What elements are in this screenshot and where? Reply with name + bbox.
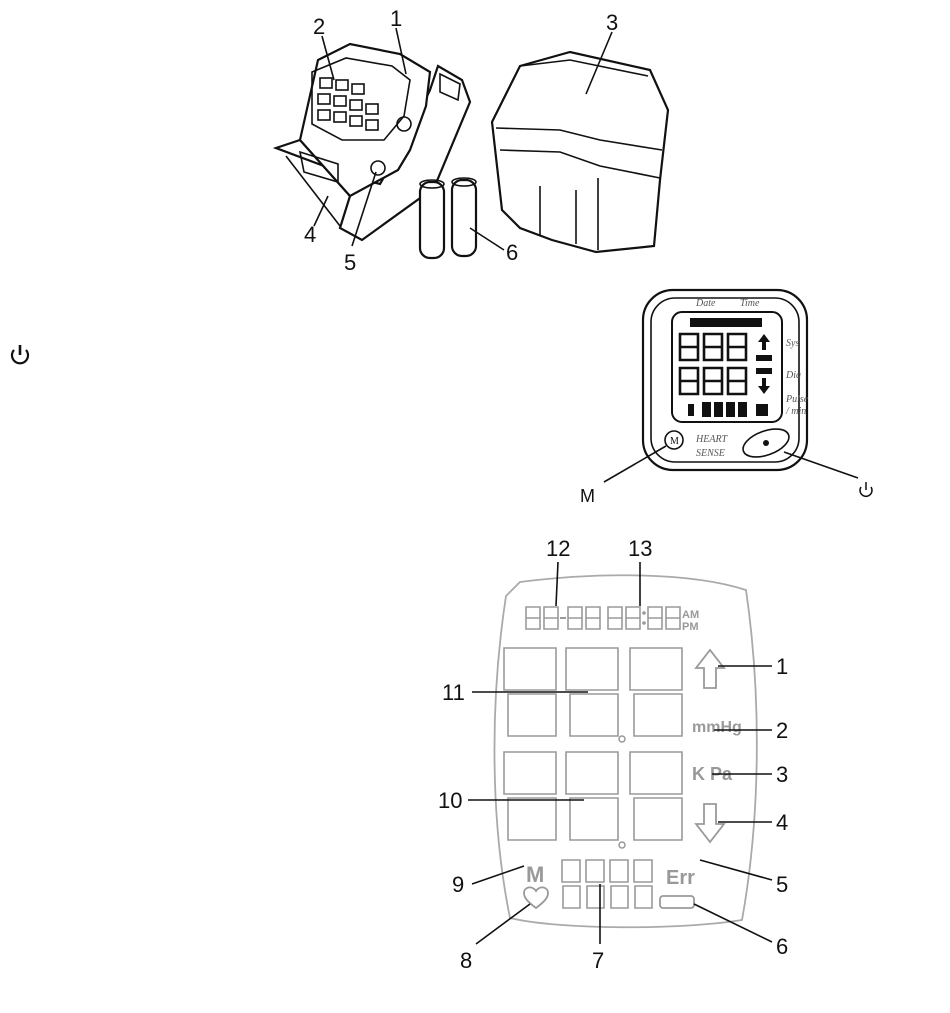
fig1-callout-1: 1 bbox=[390, 6, 402, 31]
front-brand-2: SENSE bbox=[696, 448, 725, 459]
figure-2-front-panel: Date Time Sys Dia Pulse / min bbox=[580, 290, 872, 506]
lcd-am: AM bbox=[682, 609, 699, 621]
front-brand-1: HEART bbox=[695, 434, 729, 445]
lcd-callout-10: 10 bbox=[438, 788, 462, 813]
fig1-callout-3: 3 bbox=[606, 10, 618, 35]
lcd-callout-6: 6 bbox=[776, 934, 788, 959]
lcd-callout-1: 1 bbox=[776, 654, 788, 679]
lcd-err: Err bbox=[666, 867, 695, 889]
front-callout-m: M bbox=[580, 486, 595, 506]
front-pulse-label-1: Pulse bbox=[785, 394, 809, 405]
lcd-unit-mmhg: mmHg bbox=[692, 719, 742, 736]
lcd-callout-2: 2 bbox=[776, 718, 788, 743]
lcd-memory-m: M bbox=[526, 862, 544, 887]
front-date-time-digits bbox=[690, 318, 762, 327]
lcd-callout-13: 13 bbox=[628, 536, 652, 561]
fig1-callout-5: 5 bbox=[344, 250, 356, 275]
figure-3-lcd-detail: AM PM mmHg K Pa M Err bbox=[438, 536, 788, 973]
power-icon bbox=[12, 345, 28, 363]
fig1-callout-6: 6 bbox=[506, 240, 518, 265]
front-sys-label: Sys bbox=[786, 338, 799, 349]
front-dia-label: Dia bbox=[785, 370, 801, 381]
lcd-callout-4: 4 bbox=[776, 810, 788, 835]
front-pulse-label-2: / min bbox=[785, 406, 806, 417]
figure-1-components: 1 2 3 4 5 6 bbox=[276, 6, 668, 275]
front-callout-power-icon bbox=[860, 482, 872, 496]
fig1-callout-4: 4 bbox=[304, 222, 316, 247]
lcd-callout-12: 12 bbox=[546, 536, 570, 561]
lcd-callout-11: 11 bbox=[442, 680, 465, 705]
batteries-drawing bbox=[420, 178, 476, 258]
front-kpa-mark bbox=[756, 368, 772, 374]
lcd-callout-3: 3 bbox=[776, 762, 788, 787]
lcd-callout-7: 7 bbox=[592, 948, 604, 973]
lcd-pm: PM bbox=[682, 621, 699, 633]
lcd-callout-5: 5 bbox=[776, 872, 788, 897]
fig1-callout-2: 2 bbox=[313, 14, 325, 39]
front-time-label: Time bbox=[740, 298, 760, 309]
front-m-button-label: M bbox=[670, 436, 679, 447]
front-mmhg-mark bbox=[756, 355, 772, 361]
front-date-label: Date bbox=[695, 298, 716, 309]
carrying-case-drawing bbox=[492, 52, 668, 252]
lcd-callout-8: 8 bbox=[460, 948, 472, 973]
lcd-callout-9: 9 bbox=[452, 872, 464, 897]
